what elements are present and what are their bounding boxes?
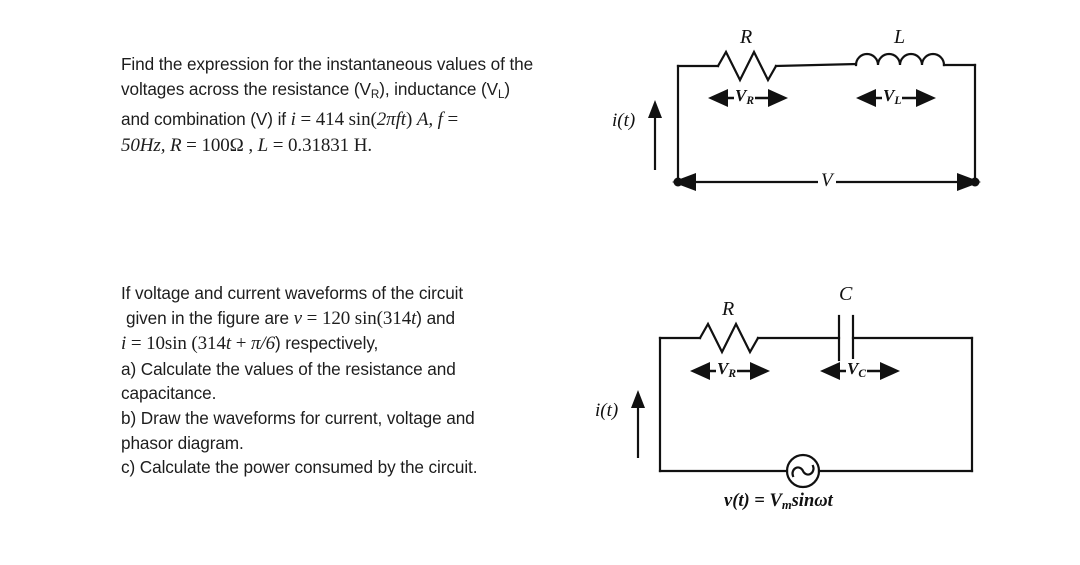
vl-arrowhead-right bbox=[916, 89, 936, 107]
math-sin: sin( bbox=[348, 109, 377, 131]
rl-circuit-svg bbox=[648, 49, 981, 191]
node-dot-right bbox=[970, 177, 980, 187]
rc-circuit-svg bbox=[631, 314, 974, 489]
math-v: v bbox=[293, 307, 303, 329]
math-sin: sin(314 bbox=[354, 307, 412, 329]
problem-1-statement: Find the expression for the instantaneou… bbox=[121, 52, 649, 158]
vl-label-sub: L bbox=[894, 93, 902, 107]
math-i: i bbox=[290, 109, 296, 131]
math-equals: = bbox=[295, 109, 316, 131]
text-fragment: ), inductance (V bbox=[379, 78, 498, 99]
text-fragment: ) respectively, bbox=[274, 333, 379, 354]
math-units: A, f bbox=[416, 109, 443, 131]
text-fragment: given in the figure are bbox=[126, 307, 294, 328]
math-inductance: 0.31831 H. bbox=[288, 134, 373, 156]
v-arrowhead-right bbox=[957, 173, 981, 191]
wire-mid bbox=[774, 62, 858, 68]
node-dot-left bbox=[673, 177, 683, 187]
problem-1-line-4: 50Hz, R = 100Ω , L = 0.31831 H. bbox=[121, 133, 649, 159]
vl-label: VL bbox=[882, 86, 903, 107]
problem-1-line-1: Find the expression for the instantaneou… bbox=[121, 54, 534, 74]
resistor-label: R bbox=[722, 298, 735, 320]
vr-label: VR bbox=[734, 86, 756, 107]
current-arrowhead bbox=[648, 100, 662, 118]
v-arrowhead-left bbox=[672, 173, 696, 191]
ac-source-circle bbox=[785, 453, 821, 489]
problem-2-line-b-cont: phasor diagram. bbox=[121, 432, 244, 453]
problem-2-line-3: i = 10sin (314t + π/6) respectively, bbox=[121, 331, 651, 357]
text-fragment: ) bbox=[504, 78, 511, 99]
resistor-symbol bbox=[698, 321, 760, 355]
inductor-label: L bbox=[894, 26, 906, 48]
subscript-r: R bbox=[370, 87, 380, 101]
total-voltage-label: V bbox=[818, 170, 836, 192]
problem-2-line-a: a) Calculate the values of the resistanc… bbox=[121, 358, 456, 379]
math-current-expr: 10sin (314 bbox=[146, 333, 226, 355]
vc-arrowhead-right bbox=[880, 362, 900, 380]
vc-label-sub: C bbox=[858, 366, 867, 380]
problem-1-line-2: voltages across the resistance (VR), ind… bbox=[121, 77, 649, 108]
resistor-label: R bbox=[740, 26, 753, 48]
math-resistance: 100Ω bbox=[201, 134, 244, 156]
problem-1-line-3: and combination (V) if i = 414 sin(2πft)… bbox=[121, 107, 649, 133]
inductor-symbol bbox=[854, 52, 946, 67]
problem-2-line-b: b) Draw the waveforms for current, volta… bbox=[121, 407, 475, 428]
problem-2-line-1: If voltage and current waveforms of the … bbox=[121, 283, 464, 303]
math-equals-2: = bbox=[442, 109, 459, 131]
current-direction-arrow bbox=[631, 390, 645, 458]
math-plus: + bbox=[231, 333, 251, 355]
math-equals-3: = bbox=[181, 134, 202, 156]
math-amplitude: 414 bbox=[315, 109, 344, 131]
math-l: L bbox=[257, 134, 269, 156]
capacitor-label: C bbox=[839, 283, 853, 305]
math-amplitude: 120 bbox=[321, 307, 351, 329]
math-comma: , bbox=[243, 134, 258, 156]
math-freq: 50Hz, R bbox=[121, 134, 182, 156]
vr-label-sub: R bbox=[728, 366, 737, 380]
vl-arrowhead-left bbox=[856, 89, 876, 107]
math-equals: = bbox=[126, 333, 147, 355]
vr-arrowhead-left bbox=[690, 362, 710, 380]
math-equals-4: = bbox=[268, 134, 289, 156]
problem-2-line-a-cont: capacitance. bbox=[121, 383, 217, 404]
source-expression-label: v(t) = Vmsinωt bbox=[724, 491, 833, 513]
current-arrowhead bbox=[631, 390, 645, 408]
vl-label-main: V bbox=[883, 86, 895, 105]
vr-arrowhead-right bbox=[768, 89, 788, 107]
vc-label: VC bbox=[846, 359, 868, 380]
vr-label-sub: R bbox=[746, 93, 755, 107]
vr-label: VR bbox=[716, 359, 738, 380]
vr-arrowhead-right bbox=[750, 362, 770, 380]
math-paren: ) bbox=[405, 109, 417, 131]
text-fragment: ) and bbox=[416, 307, 455, 328]
problem-2-statement: If voltage and current waveforms of the … bbox=[121, 281, 651, 480]
problem-2-line-c: c) Calculate the power consumed by the c… bbox=[121, 457, 478, 478]
current-label: i(t) bbox=[595, 400, 619, 421]
vr-label-main: V bbox=[717, 359, 729, 378]
source-expr-main: v(t) = V bbox=[724, 491, 782, 511]
vr-arrowhead-left bbox=[708, 89, 728, 107]
vc-label-main: V bbox=[847, 359, 859, 378]
ac-source-sine bbox=[791, 464, 815, 478]
math-i: i bbox=[121, 333, 127, 355]
text-fragment: and combination (V) if bbox=[121, 109, 291, 130]
vc-arrowhead-left bbox=[820, 362, 840, 380]
source-expr-sub: m bbox=[781, 498, 792, 513]
circuit-diagram-rc: R C i(t) VR VC v(t) = Vmsinωt bbox=[590, 278, 1000, 523]
problem-2-line-2: given in the figure are v = 120 sin(314t… bbox=[121, 306, 651, 332]
current-label: i(t) bbox=[612, 110, 636, 131]
subscript-l: L bbox=[497, 87, 505, 101]
current-direction-arrow bbox=[648, 100, 662, 170]
resistor-symbol bbox=[716, 49, 778, 83]
math-t: t bbox=[225, 333, 232, 355]
math-t: t bbox=[411, 307, 417, 329]
source-expr-rest: sinωt bbox=[791, 491, 833, 511]
math-phase: π/6 bbox=[250, 333, 275, 355]
math-equals: = bbox=[302, 307, 322, 329]
vr-label-main: V bbox=[735, 86, 747, 105]
math-argument: 2πft bbox=[376, 109, 406, 131]
text-fragment: voltages across the resistance (V bbox=[121, 78, 371, 99]
circuit-diagram-rl: R L i(t) VR VL V bbox=[600, 18, 1000, 203]
